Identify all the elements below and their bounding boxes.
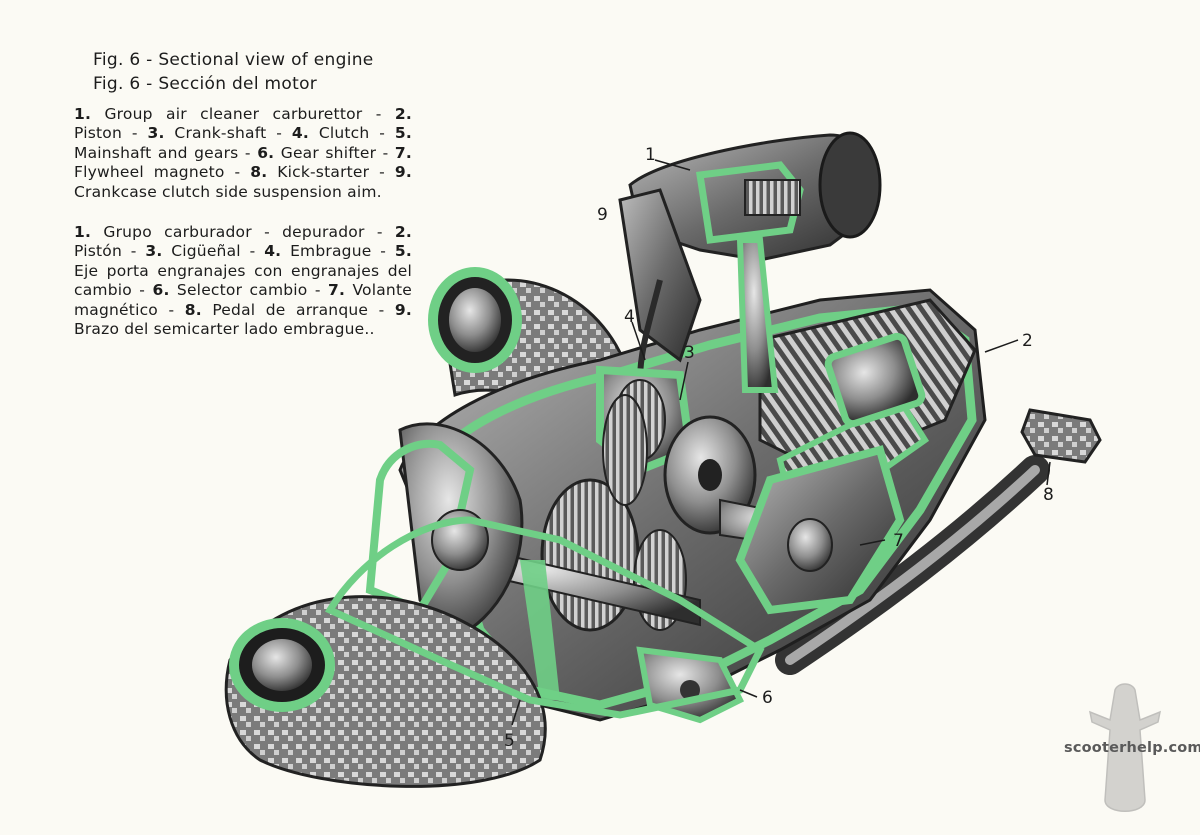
legend-item: 5. Mainshaft and gears - xyxy=(74,124,412,162)
piston xyxy=(824,332,926,428)
legend-spanish: 1. Grupo carburador - depurador - 2. Pis… xyxy=(74,223,412,339)
legend-item: 5. Eje porta engranajes con engranajes d… xyxy=(74,242,412,300)
legend-item: 2. Piston - xyxy=(74,105,412,143)
callout-6: 6 xyxy=(762,688,773,708)
legend-english: 1. Group air cleaner carburettor - 2. Pi… xyxy=(74,105,412,202)
legend-item: 7. Volante magnético - xyxy=(74,281,412,319)
legend-item: 6. Gear shifter - xyxy=(257,143,389,162)
legend-item: 8. Pedal de arranque - xyxy=(184,300,385,319)
legend-item: 7. Flywheel magneto - xyxy=(74,143,412,182)
legend-item: 4. Embrague - xyxy=(264,242,387,261)
legend-item: 2. Pistón - xyxy=(74,223,412,261)
figure-caption: Fig. 6 - Sectional view of engine Fig. 6… xyxy=(93,48,374,96)
front-tire xyxy=(224,595,547,788)
legend-item: 3. Crank-shaft - xyxy=(147,124,283,143)
legend-item: 8. Kick-starter - xyxy=(250,163,385,182)
callout-1: 1 xyxy=(645,145,656,165)
legend-item: 9. Brazo del semicarter lado embrague.. xyxy=(74,300,412,339)
leader-lines xyxy=(511,159,1051,726)
kick-starter-lever xyxy=(775,408,1102,675)
callout-5: 5 xyxy=(504,731,515,751)
legend-item: 4. Clutch - xyxy=(291,124,386,143)
callout-2: 2 xyxy=(1022,331,1033,351)
callout-7: 7 xyxy=(893,531,904,551)
flywheel-magneto xyxy=(735,445,905,615)
caption-english: Fig. 6 - Sectional view of engine xyxy=(93,50,374,70)
callout-4: 4 xyxy=(624,307,635,327)
legend-item: 1. Grupo carburador - depurador - xyxy=(74,223,383,241)
watermark-site: scooterhelp.com xyxy=(1064,740,1200,756)
callout-8: 8 xyxy=(1043,485,1054,505)
callout-9: 9 xyxy=(597,205,608,225)
callout-3: 3 xyxy=(684,343,695,363)
legend-item: 3. Cigüeñal - xyxy=(145,242,256,261)
legend-item: 1. Group air cleaner carburettor - xyxy=(74,105,382,123)
caption-spanish: Fig. 6 - Sección del motor xyxy=(93,74,318,94)
legend-item: 6. Selector cambio - xyxy=(152,281,321,300)
air-cleaner-carburettor xyxy=(628,131,882,393)
scooter-logo-icon xyxy=(1088,683,1162,812)
legend-item: 9. Crankcase clutch side suspension aim. xyxy=(74,163,412,201)
